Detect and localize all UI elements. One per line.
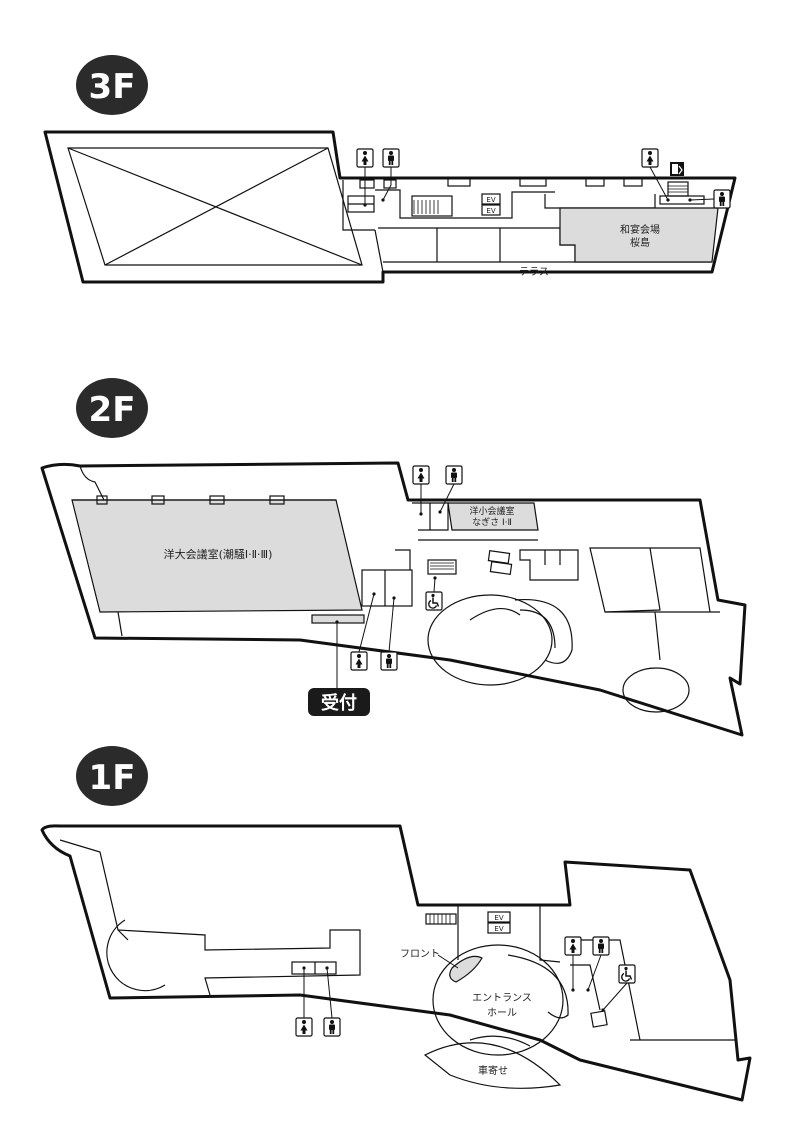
male-restroom-icon: [380, 651, 398, 671]
elevator: [481, 204, 501, 216]
room-name: 桜島: [630, 236, 650, 249]
front-label: フロント: [400, 949, 440, 960]
male-restroom-icon: [323, 1017, 341, 1037]
elevator: [489, 560, 513, 576]
floor-badge-label: 2F: [89, 390, 136, 430]
svg-text:EV: EV: [486, 207, 495, 215]
front-desk: [449, 955, 483, 983]
svg-text:EV: EV: [494, 925, 503, 933]
floor-2f: 2F 洋大会議室(潮騒Ⅰ·Ⅱ·Ⅲ) 洋小会議室 なぎさ Ⅰ·Ⅱ: [40, 378, 747, 737]
svg-text:EV: EV: [486, 196, 495, 204]
floor-badge-label: 3F: [89, 67, 136, 107]
female-restroom-icon: [641, 148, 659, 168]
room-name: なぎさ Ⅰ·Ⅱ: [472, 516, 512, 528]
floor-outline: [40, 824, 752, 1102]
male-restroom-icon: [445, 465, 463, 485]
female-restroom-icon: [295, 1017, 313, 1037]
male-restroom-icon: [713, 189, 731, 209]
room-label: 和宴会場: [620, 223, 660, 236]
floor-badge-2f: 2F: [76, 378, 148, 438]
entrance-label: エントランス: [472, 992, 532, 1004]
room-label: 洋大会議室(潮騒Ⅰ·Ⅱ·Ⅲ): [164, 547, 273, 561]
female-restroom-icon: [350, 651, 368, 671]
female-restroom-icon: [564, 936, 582, 956]
elevator: [487, 922, 511, 934]
room-label: 洋小会議室: [469, 505, 514, 517]
svg-text:EV: EV: [494, 914, 503, 922]
floor-badge-3f: 3F: [76, 55, 148, 115]
terrace-label: テラス: [519, 266, 549, 278]
entrance-label-2: ホール: [487, 1007, 517, 1019]
floor-1f: 1F EV EV フロント エントランス ホール 車寄せ: [40, 746, 752, 1102]
floor-badge-label: 1F: [89, 758, 136, 798]
porch-label: 車寄せ: [478, 1064, 508, 1077]
emergency-exit-icon: [670, 162, 684, 176]
elevator: [487, 911, 511, 923]
stairs: [413, 200, 439, 214]
lounge: [622, 667, 690, 713]
floor-badge-1f: 1F: [76, 746, 148, 806]
female-restroom-icon: [356, 148, 374, 168]
reception-label: 受付: [321, 692, 357, 714]
entrance-hall: [432, 944, 564, 1056]
room-nagisa: [447, 502, 539, 531]
reception-badge: 受付: [308, 688, 370, 716]
atrium: [427, 594, 553, 686]
porch: [423, 1042, 562, 1089]
wheelchair-icon: [618, 964, 636, 984]
floor-3f: 3F EV EV: [43, 55, 737, 284]
male-restroom-icon: [592, 936, 610, 956]
female-restroom-icon: [412, 465, 430, 485]
elevator: [487, 549, 511, 565]
elevator: [481, 193, 501, 205]
male-restroom-icon: [382, 148, 400, 168]
wheelchair-icon: [425, 591, 443, 611]
